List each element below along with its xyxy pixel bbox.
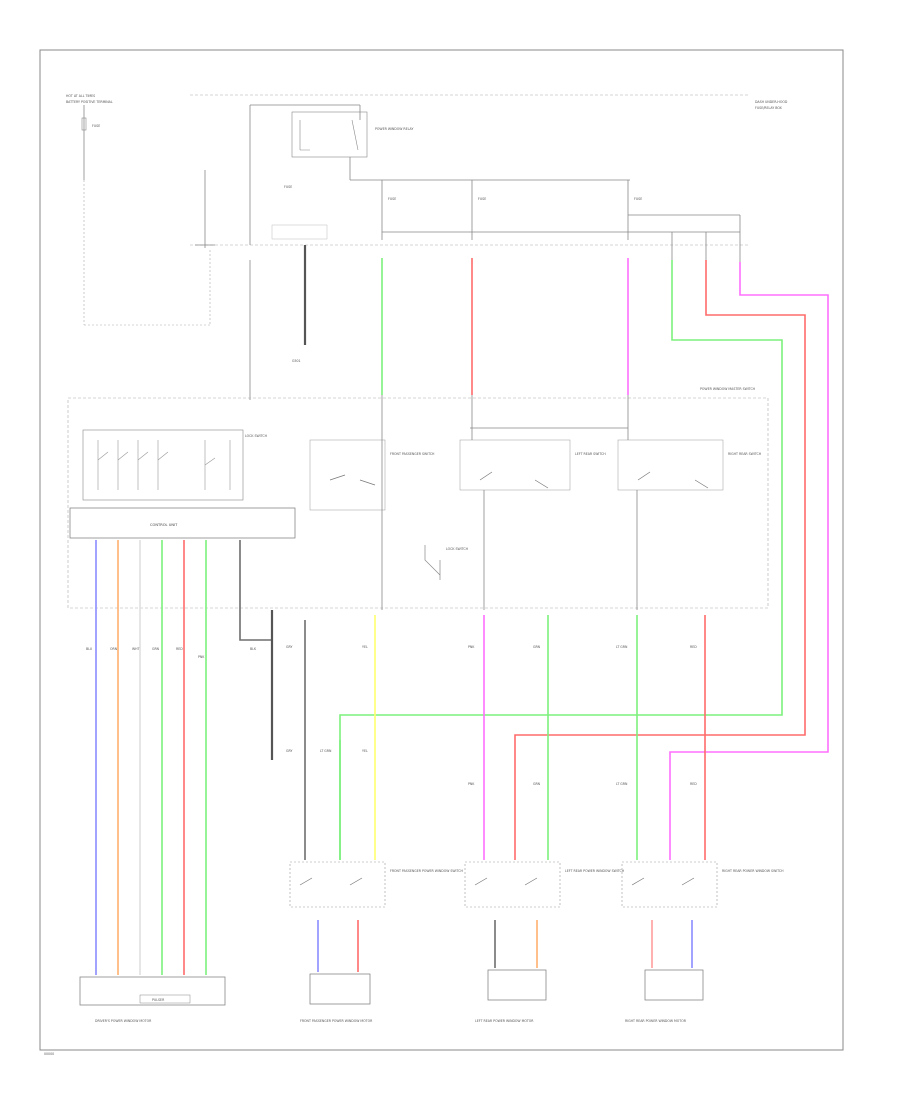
code-grn-1: GRN <box>533 645 541 649</box>
wire-lt-green-loop <box>339 260 783 860</box>
master-switch-box <box>67 397 769 609</box>
code-ltgrn-3: LT GRN <box>616 782 628 786</box>
label-battery-terminal: BATTERY POSITIVE TERMINAL <box>66 100 113 104</box>
code-pnk: PNK <box>198 655 205 659</box>
label-rr-sw-bottom: RIGHT REAR POWER WINDOW SWITCH <box>722 869 784 873</box>
battery-block: HOT AT ALL TIMES BATTERY POSITIVE TERMIN… <box>66 94 211 326</box>
wire-pink-loop <box>669 262 829 860</box>
code-blu: BLU <box>86 647 93 651</box>
left-rear-switch: LEFT REAR SWITCH <box>459 439 606 491</box>
passenger-switch: FRONT PASSENGER SWITCH <box>309 439 435 511</box>
label-lr-motor: LEFT REAR POWER WINDOW MOTOR <box>475 1019 534 1023</box>
code-gry-1: GRY <box>286 645 292 649</box>
right-rear-switch: RIGHT REAR SWITCH <box>617 439 762 491</box>
code-red-1: RED <box>690 645 697 649</box>
code-ltgrn-1: LT GRN <box>616 645 628 649</box>
label-pass-switch: FRONT PASSENGER SWITCH <box>390 452 435 456</box>
label-ground: G501 <box>292 359 301 363</box>
code-pnk-2: PNK <box>468 782 475 786</box>
pass-motor: FRONT PASSENGER POWER WINDOW MOTOR <box>300 973 373 1023</box>
code-grn-2: GRN <box>533 782 541 786</box>
code-gry-2: GRY <box>286 749 292 753</box>
label-lr-switch: LEFT REAR SWITCH <box>575 452 606 456</box>
rr-window-switch: RIGHT REAR POWER WINDOW SWITCH <box>621 861 784 908</box>
power-window-relay: POWER WINDOW RELAY <box>249 104 630 245</box>
label-driver-motor: DRIVER'S POWER WINDOW MOTOR <box>95 1019 152 1023</box>
label-pass-motor: FRONT PASSENGER POWER WINDOW MOTOR <box>300 1019 373 1023</box>
label-fuse-c: FUSE <box>634 197 642 201</box>
code-red: RED <box>176 647 183 651</box>
mid-wire-codes: GRY YEL PNK GRN LT GRN RED GRY LT GRN YE… <box>286 645 697 786</box>
control-unit: LOCK SWITCH CONTROL UNIT <box>69 429 296 539</box>
code-blk: BLK <box>250 647 257 651</box>
label-main-fuse: FUSE <box>92 124 100 128</box>
label-master-switch: POWER WINDOW MASTER SWITCH <box>700 387 756 391</box>
label-rr-switch: RIGHT REAR SWITCH <box>728 452 762 456</box>
lr-motor: LEFT REAR POWER WINDOW MOTOR <box>475 969 547 1023</box>
fuse-row: FUSE FUSE FUSE FUSE <box>284 180 741 265</box>
diagram-border <box>39 49 844 1051</box>
code-orn: ORN <box>110 647 118 651</box>
label-hot-at-all-times: HOT AT ALL TIMES <box>66 94 95 98</box>
code-yel-2: YEL <box>362 749 368 753</box>
lr-window-switch: LEFT REAR POWER WINDOW SWITCH <box>464 861 625 908</box>
label-cu-note: LOCK SWITCH <box>245 434 268 438</box>
lock-switch: LOCK SWITCH <box>424 545 469 580</box>
code-ltgrn-2: LT GRN <box>320 749 332 753</box>
label-fuse-b: FUSE <box>478 197 486 201</box>
code-red-2: RED <box>690 782 697 786</box>
driver-motor: PULSER DRIVER'S POWER WINDOW MOTOR <box>79 976 226 1023</box>
code-grn: GRN <box>152 647 160 651</box>
label-pulser: PULSER <box>152 998 165 1002</box>
left-wire-codes: BLU ORN WHT GRN RED PNK BLK <box>86 647 257 659</box>
code-pnk-1: PNK <box>468 645 475 649</box>
label-lock-switch: LOCK SWITCH <box>446 547 469 551</box>
pass-window-switch: FRONT PASSENGER POWER WINDOW SWITCH <box>289 861 463 908</box>
label-power-relay: POWER WINDOW RELAY <box>375 127 413 131</box>
code-wht: WHT <box>132 647 140 651</box>
label-control-unit: CONTROL UNIT <box>150 523 178 527</box>
label-rr-motor: RIGHT REAR POWER WINDOW MOTOR <box>625 1019 687 1023</box>
footer-code: 00000 <box>44 1052 54 1056</box>
label-fuse-box-2: FUSE/RELAY BOX <box>755 106 783 110</box>
code-yel-1: YEL <box>362 645 368 649</box>
label-pass-sw-bottom: FRONT PASSENGER POWER WINDOW SWITCH <box>390 869 463 873</box>
label-fuse-box-1: DASH UNDER-HOOD <box>755 100 788 104</box>
rr-motor: RIGHT REAR POWER WINDOW MOTOR <box>625 969 704 1023</box>
label-fuse-d: FUSE <box>284 185 292 189</box>
label-fuse-a: FUSE <box>388 197 396 201</box>
label-lr-sw-bottom: LEFT REAR POWER WINDOW SWITCH <box>565 869 625 873</box>
wire-red-loop <box>514 260 806 860</box>
